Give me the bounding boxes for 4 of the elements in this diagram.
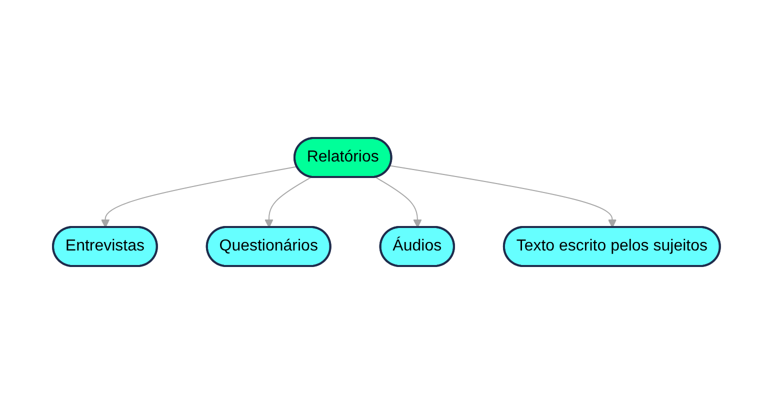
arrow <box>264 176 312 228</box>
arrow <box>375 176 422 228</box>
arrow <box>390 164 617 228</box>
arrow <box>100 166 298 228</box>
